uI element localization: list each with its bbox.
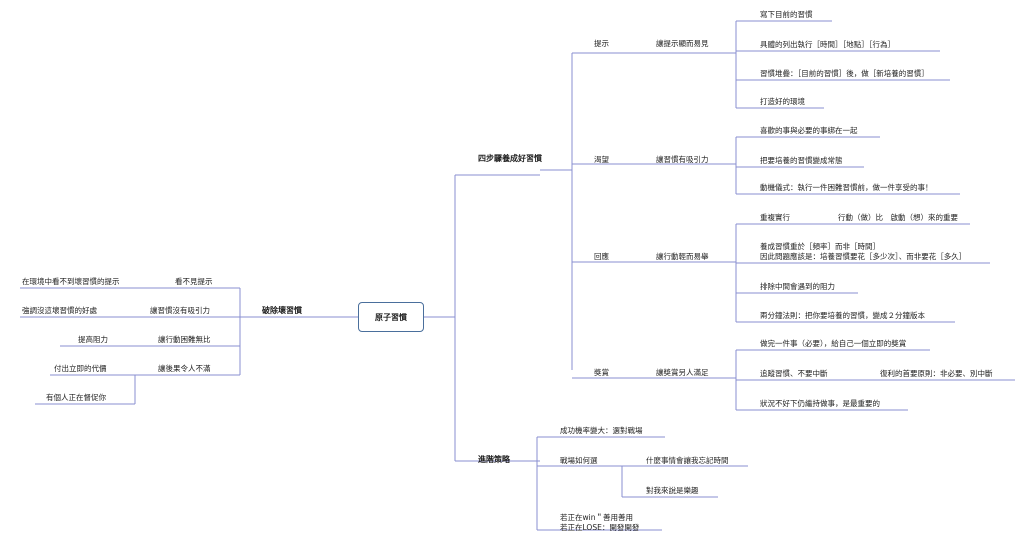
- branch-advanced-strategy[interactable]: 進階策略: [478, 455, 510, 464]
- craving-item-2[interactable]: 把要培養的習慣變成常態: [760, 156, 843, 165]
- response-item-3[interactable]: 排除中間會遇到的阻力: [760, 282, 835, 291]
- reward-item-2-note[interactable]: 復利的首要原則：非必要、別中斷: [880, 369, 993, 378]
- branch-build-good-habits[interactable]: 四步驟養成好習慣: [478, 154, 542, 163]
- cue-item-2[interactable]: 具體的列出執行［時間］［地點］［行為］: [760, 40, 895, 49]
- reward-item-2[interactable]: 追蹤習慣、不要中斷: [760, 369, 828, 378]
- response-item-2b[interactable]: 因此問題應該是：培養習慣要花［多少次］、而非要花［多久］: [760, 252, 967, 261]
- break-rule-2[interactable]: 讓習慣沒有吸引力: [150, 306, 210, 315]
- strategy-item-3b[interactable]: 若正在LOSE：開發開發: [560, 523, 640, 532]
- node-cue-rule[interactable]: 讓提示顯而易見: [656, 39, 709, 48]
- response-item-1-note[interactable]: 行動（做）比 啟動（想）來的重要: [838, 213, 958, 222]
- craving-item-3[interactable]: 動機儀式：執行一件困難習慣前，做一件享受的事！: [760, 183, 933, 192]
- response-item-4[interactable]: 兩分鐘法則：把你要培養的習慣，變成２分鐘版本: [760, 311, 925, 320]
- cue-item-1[interactable]: 寫下目前的習慣: [760, 10, 813, 19]
- root-node[interactable]: 原子習慣: [358, 302, 424, 332]
- strategy-item-2-1[interactable]: 什麼事情會讓我忘記時間: [646, 456, 729, 465]
- craving-item-1[interactable]: 喜歡的事與必要的事綁在一起: [760, 126, 858, 135]
- node-craving-rule[interactable]: 讓習慣有吸引力: [656, 155, 709, 164]
- response-item-2a[interactable]: 養成習慣重於［頻率］而非［時間］: [760, 242, 880, 251]
- node-reward[interactable]: 獎賞: [594, 368, 609, 377]
- node-craving[interactable]: 渴望: [594, 155, 609, 164]
- break-detail-5[interactable]: 有個人正在督促你: [46, 393, 106, 402]
- strategy-item-2[interactable]: 戰場如何選: [560, 456, 598, 465]
- strategy-item-3a[interactable]: 若正在win＂善用善用: [560, 513, 633, 522]
- node-response[interactable]: 回應: [594, 252, 609, 261]
- cue-item-3[interactable]: 習慣堆疊：［目前的習慣］後，做［新培養的習慣］: [760, 69, 929, 78]
- break-rule-4[interactable]: 讓後果令人不滿: [158, 364, 211, 373]
- reward-item-3[interactable]: 狀況不好下仍繼持做事，是最重要的: [760, 399, 880, 408]
- response-item-1[interactable]: 重複實行: [760, 213, 790, 222]
- break-detail-3[interactable]: 提高阻力: [78, 335, 108, 344]
- reward-item-1[interactable]: 做完一件事（必要），給自己一個立即的獎賞: [760, 339, 907, 348]
- strategy-item-2-2[interactable]: 對我來說是樂趣: [646, 486, 699, 495]
- cue-item-4[interactable]: 打造好的環境: [760, 97, 805, 106]
- strategy-item-1[interactable]: 成功機率變大：選對戰場: [560, 426, 643, 435]
- node-cue[interactable]: 提示: [594, 39, 609, 48]
- node-response-rule[interactable]: 讓行動輕而易舉: [656, 252, 709, 261]
- root-label: 原子習慣: [375, 312, 407, 322]
- branch-break-bad-habits[interactable]: 破除壞習慣: [262, 306, 302, 315]
- break-detail-2[interactable]: 強調沒這壞習慣的好處: [22, 306, 97, 315]
- break-detail-1[interactable]: 在環境中看不到壞習慣的提示: [22, 277, 120, 286]
- break-detail-4[interactable]: 付出立即的代價: [54, 364, 107, 373]
- break-rule-3[interactable]: 讓行動困難無比: [158, 335, 211, 344]
- node-reward-rule[interactable]: 讓獎賞另人滿足: [656, 368, 709, 377]
- break-rule-1[interactable]: 看不見提示: [175, 277, 213, 286]
